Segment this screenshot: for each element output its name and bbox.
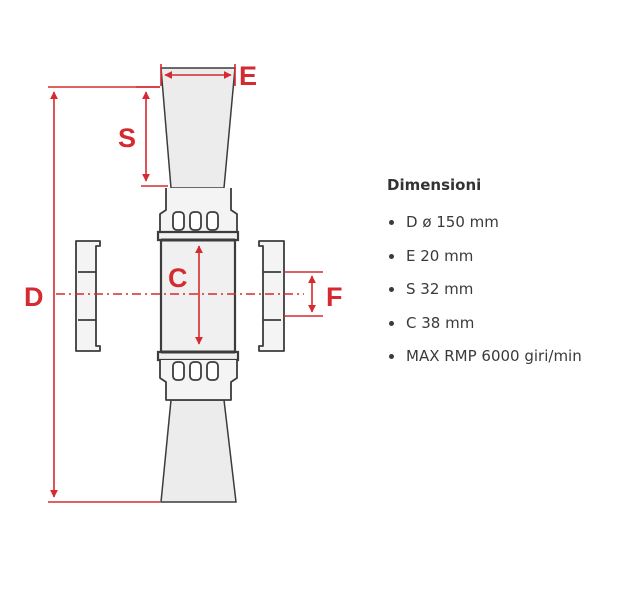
upper-clamp-ring (159, 188, 238, 233)
dimension-label-s: S (118, 123, 136, 153)
upper-bristles (160, 67, 236, 189)
dimensions-panel: Dimensioni D ø 150 mm E 20 mm S 32 mm C 38 … (387, 174, 632, 379)
dimensions-list: D ø 150 mm E 20 mm S 32 mm C 38 mm MAX RMP 6… (387, 211, 632, 367)
lower-bristles (160, 399, 237, 503)
dimension-label-c: C (168, 263, 188, 293)
left-flange-section (75, 240, 101, 352)
dimension-s (136, 86, 168, 187)
dimension-label-f: F (326, 282, 343, 312)
dimension-spec-item: C 38 mm (387, 312, 632, 334)
dimension-spec-item: S 32 mm (387, 278, 632, 300)
dimension-f (284, 271, 323, 317)
dimension-spec-item: D ø 150 mm (387, 211, 632, 233)
hub-body (156, 230, 240, 362)
dimension-label-d: D (24, 282, 44, 312)
dimension-label-e: E (239, 61, 257, 91)
right-flange-section (258, 240, 285, 352)
dimension-e (160, 64, 236, 86)
dimension-spec-item: MAX RMP 6000 giri/min (387, 345, 632, 367)
dimension-spec-item: E 20 mm (387, 245, 632, 267)
dimensions-title: Dimensioni (387, 176, 482, 194)
lower-clamp-ring (159, 360, 238, 401)
